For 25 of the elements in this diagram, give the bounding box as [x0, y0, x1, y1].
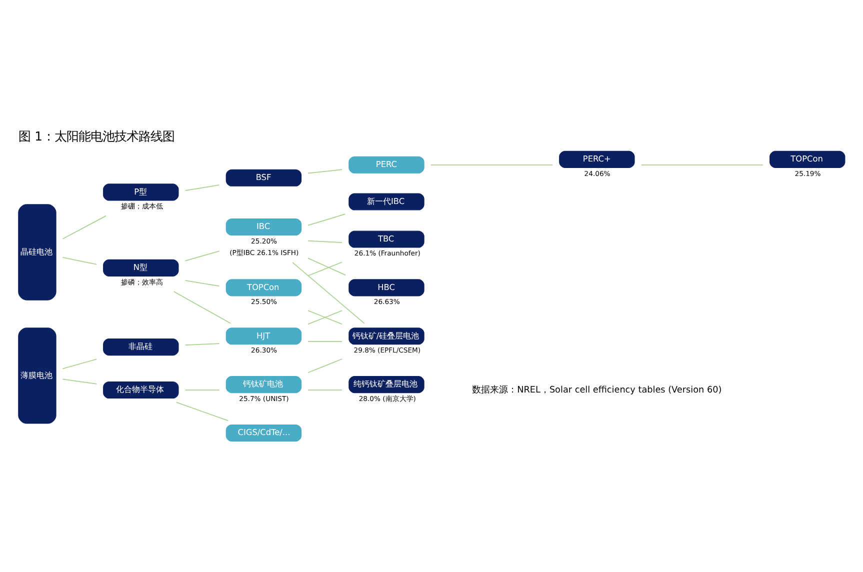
connector — [62, 358, 97, 369]
diagram-title: 图 1：太阳能电池技术路线图 — [18, 128, 174, 143]
connector — [184, 184, 220, 190]
connector — [308, 310, 343, 324]
connector — [184, 280, 220, 286]
connector — [62, 214, 106, 239]
connector — [184, 250, 220, 261]
connector — [308, 389, 343, 390]
connector — [184, 389, 220, 390]
connector — [308, 213, 346, 226]
connector — [308, 168, 343, 174]
connector — [430, 164, 553, 165]
connector — [308, 340, 343, 342]
connector — [641, 164, 764, 165]
caption: 数据来源：NREL，Solar cell efficiency tables (Version 60) — [472, 384, 722, 395]
connector — [308, 261, 343, 276]
connector — [308, 240, 343, 242]
connector — [184, 342, 220, 346]
connector — [173, 290, 232, 324]
connector — [176, 401, 229, 421]
connector — [308, 257, 346, 275]
connector — [292, 262, 365, 324]
connector — [308, 358, 343, 373]
connector — [62, 378, 97, 384]
connector — [62, 256, 97, 264]
